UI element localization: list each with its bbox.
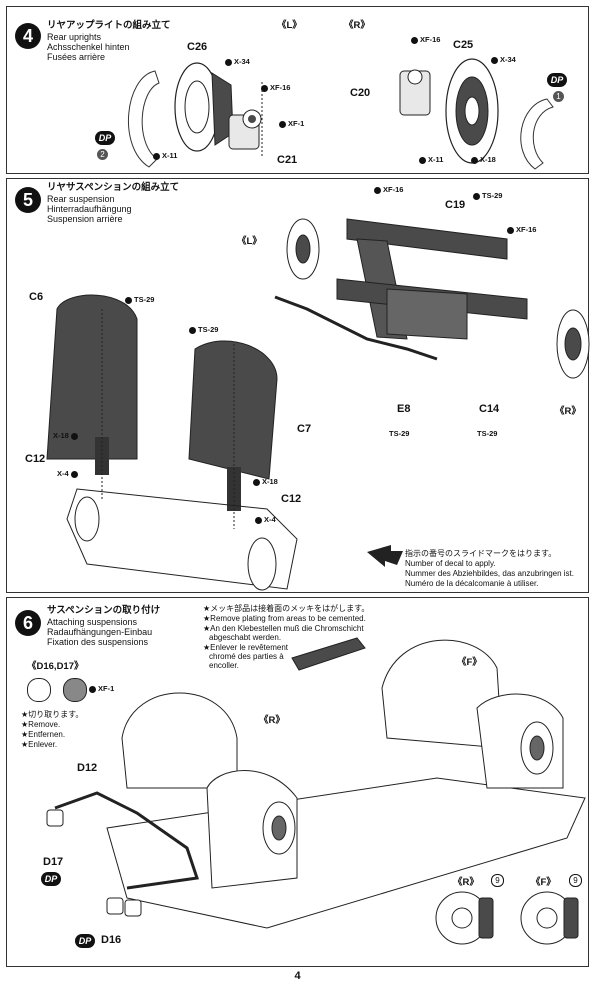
decal-9-front: 9 bbox=[569, 874, 582, 887]
step-title-de: Achsschenkel hinten bbox=[47, 42, 130, 52]
part-x4-b: X-4 bbox=[255, 515, 276, 524]
dp-number-right: 1 bbox=[553, 91, 564, 102]
part-c6: C6 bbox=[29, 291, 44, 303]
part-d16: D16 bbox=[101, 934, 122, 946]
rear-tag: 《R》 bbox=[259, 715, 285, 726]
right-side-tag: 《R》 bbox=[555, 406, 581, 417]
part-xf16-b: XF-16 bbox=[507, 225, 536, 234]
step-4-panel: 4 リヤアップライトの組み立て Rear uprights Achsschenk… bbox=[6, 6, 589, 174]
cut-note-en: ★Remove. bbox=[21, 720, 61, 729]
left-side-tag: 《L》 bbox=[277, 20, 302, 31]
dp-badge-right: DP bbox=[547, 73, 567, 87]
part-ts29-c: TS-29 bbox=[189, 325, 218, 334]
part-detail-circle-2 bbox=[63, 678, 87, 702]
part-c25: C25 bbox=[453, 39, 474, 51]
decal-note-jp: 指示の番号のスライドマークをはります。 bbox=[405, 549, 557, 558]
rear-brake-tag: 《R》 bbox=[453, 877, 479, 888]
plating-note-de1: ★An den Klebestellen muß die Chromschich… bbox=[203, 624, 364, 633]
front-tag: 《F》 bbox=[457, 657, 482, 668]
part-x34-left: X-34 bbox=[225, 57, 250, 66]
plating-note-en: ★Remove plating from areas to be cemente… bbox=[203, 614, 366, 623]
part-x18-b: X-18 bbox=[253, 477, 278, 486]
step-6-panel: 6 サスペンションの取り付け Attaching suspensions Rad… bbox=[6, 597, 589, 967]
part-ts29-a: TS-29 bbox=[473, 191, 502, 200]
part-ts29-d: TS-29 bbox=[389, 429, 410, 438]
dp-badge-left: DP bbox=[95, 131, 115, 145]
step-number: 5 bbox=[15, 187, 41, 213]
step-number: 6 bbox=[15, 610, 41, 636]
part-xf1-left: XF-1 bbox=[279, 119, 304, 128]
plating-note-fr2: chromé des parties à bbox=[209, 652, 284, 661]
step-title-en: Attaching suspensions bbox=[47, 617, 138, 627]
step-title-jp: リヤアップライトの組み立て bbox=[47, 20, 171, 31]
part-ts29-b: TS-29 bbox=[125, 295, 154, 304]
page-number: 4 bbox=[294, 970, 301, 982]
part-x11-right: X-11 bbox=[419, 155, 443, 164]
part-x11-left: X-11 bbox=[153, 151, 177, 160]
front-brake-tag: 《F》 bbox=[531, 877, 556, 888]
decal-note-fr: Numéro de la décalcomanie à utiliser. bbox=[405, 579, 539, 588]
part-c19: C19 bbox=[445, 199, 466, 211]
decal-note-en: Number of decal to apply. bbox=[405, 559, 496, 568]
part-xf16-a: XF-16 bbox=[374, 185, 403, 194]
step-title-en: Rear uprights bbox=[47, 32, 102, 42]
dp-badge-d16: DP bbox=[75, 934, 95, 948]
step-5-panel: 5 リヤサスペンションの組み立て Rear suspension Hinterr… bbox=[6, 178, 590, 593]
part-xf16-left: XF-16 bbox=[261, 83, 290, 92]
step-title-de: Hinterradaufhängung bbox=[47, 204, 132, 214]
part-detail-circle-1 bbox=[27, 678, 51, 702]
part-ts29-e: TS-29 bbox=[477, 429, 498, 438]
step-title-de: Radaufhängungen-Einbau bbox=[47, 627, 153, 637]
part-c7: C7 bbox=[297, 423, 312, 435]
part-x18-a: X-18 bbox=[53, 431, 80, 440]
rear-upright-left-drawing bbox=[128, 58, 554, 170]
right-side-tag: 《R》 bbox=[344, 20, 370, 31]
part-c14: C14 bbox=[479, 403, 500, 415]
part-c26: C26 bbox=[187, 41, 208, 53]
left-side-tag: 《L》 bbox=[237, 236, 262, 247]
step-title-fr: Fusées arrière bbox=[47, 52, 106, 62]
chassis-assembly-drawing bbox=[46, 637, 586, 945]
part-c21: C21 bbox=[277, 154, 298, 166]
part-x4-a: X-4 bbox=[57, 469, 80, 478]
plating-note-de2: abgeschabt werden. bbox=[209, 633, 282, 642]
step-title-en: Rear suspension bbox=[47, 194, 115, 204]
part-x18-right: X-18 bbox=[471, 155, 496, 164]
plating-note-fr3: encoller. bbox=[209, 661, 239, 670]
step-title-fr: Suspension arrière bbox=[47, 214, 123, 224]
dp-badge-d17: DP bbox=[41, 872, 61, 886]
decal-9-rear: 9 bbox=[491, 874, 504, 887]
plating-note-fr1: ★Enlever le revêtement bbox=[203, 643, 288, 652]
part-e8: E8 bbox=[397, 403, 411, 415]
part-c20: C20 bbox=[350, 87, 371, 99]
decal-note-de: Nummer des Abziehbildes, das anzubringen… bbox=[405, 569, 574, 578]
part-xf1: XF-1 bbox=[89, 684, 114, 693]
step-number: 4 bbox=[15, 23, 41, 49]
part-d12: D12 bbox=[77, 762, 98, 774]
cut-note-de: ★Entfernen. bbox=[21, 730, 66, 739]
cut-note-fr: ★Enlever. bbox=[21, 740, 58, 749]
part-c12-b: C12 bbox=[281, 493, 302, 505]
dp-number-left: 2 bbox=[97, 149, 108, 160]
plating-note-jp: ★メッキ部品は接着面のメッキをはがします。 bbox=[203, 604, 370, 613]
step-title-fr: Fixation des suspensions bbox=[47, 637, 149, 647]
step-title-jp: サスペンションの取り付け bbox=[47, 605, 161, 616]
part-d17: D17 bbox=[43, 856, 64, 868]
rear-suspension-drawing bbox=[46, 218, 590, 591]
step-title-jp: リヤサスペンションの組み立て bbox=[47, 182, 180, 193]
d16-d17-tag: 《D16,D17》 bbox=[27, 661, 84, 672]
part-xf16-right: XF-16 bbox=[411, 35, 440, 44]
cut-note-jp: ★切り取ります。 bbox=[21, 710, 84, 719]
part-c12-a: C12 bbox=[25, 453, 46, 465]
part-x34-right: X-34 bbox=[491, 55, 516, 64]
